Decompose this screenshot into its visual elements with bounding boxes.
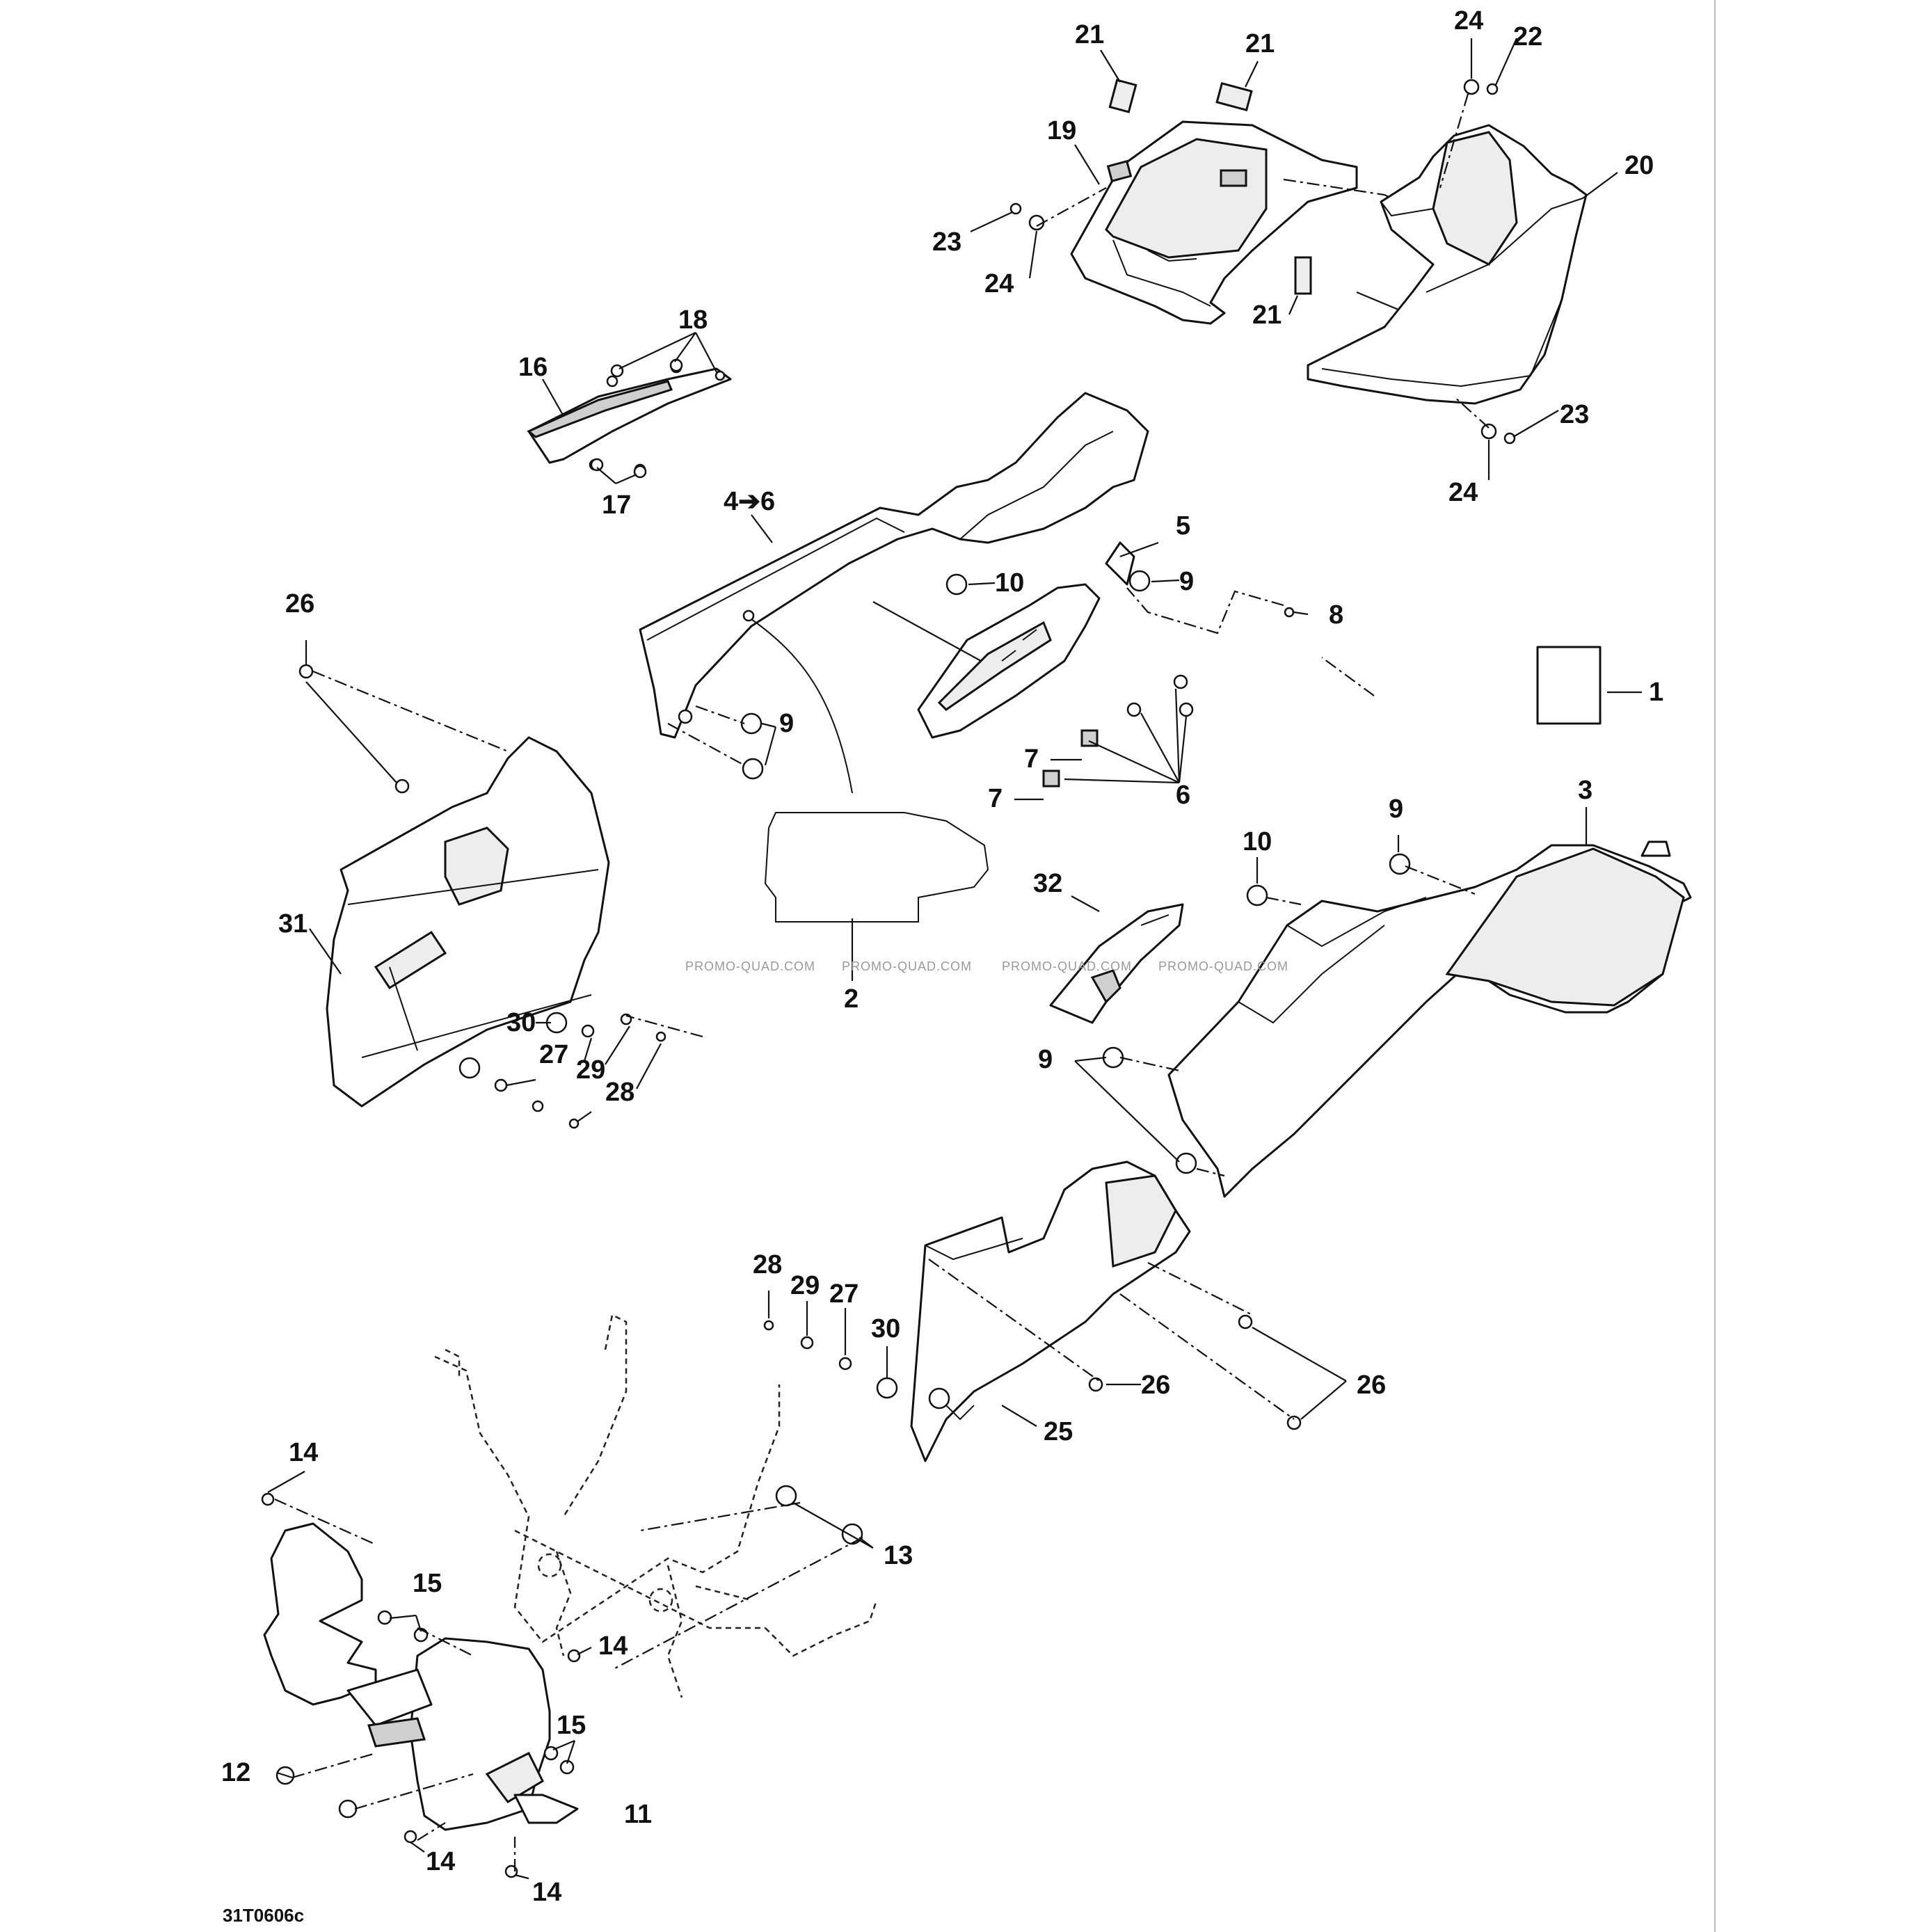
callout-7: 7 [1024,744,1039,774]
callout-15: 15 [557,1711,586,1740]
callout-18: 18 [678,305,708,335]
callout-23: 23 [932,227,961,257]
watermark: PROMO-QUAD.COM [1158,959,1288,973]
watermark: PROMO-QUAD.COM [685,959,815,973]
part-5-support [917,541,1135,739]
callout-30: 30 [506,1008,536,1037]
callout-29: 29 [576,1055,605,1085]
part-16-bracket [527,361,732,476]
callout-24: 24 [984,269,1014,298]
callout-21: 21 [1245,29,1275,58]
callout-9: 9 [1389,795,1403,824]
callout-14: 14 [598,1631,628,1661]
callout-23: 23 [1560,400,1589,429]
callout-15: 15 [413,1569,442,1598]
callout-19: 19 [1047,116,1076,145]
callout-10: 10 [995,568,1024,598]
watermark: PROMO-QUAD.COM [1002,959,1132,973]
callout-26: 26 [1141,1371,1170,1400]
callout-22: 22 [1513,22,1542,51]
callout-labels: 1 2 3 4➔6 5 6 7 7 8 9 9 9 9 10 10 11 12 … [221,6,1663,1907]
callout-1: 1 [1649,678,1663,707]
callout-24: 24 [1448,478,1478,507]
part-32-bracket [1049,903,1184,1024]
callout-9: 9 [779,709,794,738]
callout-11: 11 [624,1800,652,1829]
callout-14: 14 [532,1878,561,1907]
callout-26: 26 [285,589,314,618]
part-19-fender-upper [1070,120,1358,325]
callout-13: 13 [884,1541,913,1570]
part-2-decal [764,812,989,923]
callout-9: 9 [1038,1045,1053,1074]
frame-dashed [434,1314,878,1698]
leader-lines [267,38,1642,1880]
fasteners [261,79,1516,1878]
part-31-side-panel [326,736,610,1108]
callout-20: 20 [1624,151,1654,180]
callout-28: 28 [605,1078,634,1107]
callout-29: 29 [790,1271,820,1300]
part-25-lower-panel [910,1160,1191,1462]
callout-28: 28 [753,1250,782,1279]
callout-27: 27 [539,1040,568,1069]
callout-2: 2 [844,984,859,1014]
callout-17: 17 [602,490,631,520]
callout-6: 6 [1176,781,1190,810]
callout-3: 3 [1578,776,1592,805]
part-20-fender-rear [1307,124,1588,405]
callout-25: 25 [1044,1417,1073,1446]
watermark: PROMO-QUAD.COM [842,959,972,973]
callout-14: 14 [289,1438,318,1467]
callout-27: 27 [829,1279,859,1309]
callout-31: 31 [278,909,308,939]
callout-9: 9 [1179,567,1194,596]
callout-7: 7 [988,784,1003,813]
part-11-guard [263,1522,579,1831]
part-3-side-panel [1167,840,1692,1198]
callout-5: 5 [1176,511,1190,541]
drawing-code: 31T0606c [223,1905,304,1926]
callout-30: 30 [871,1314,900,1343]
callout-21: 21 [1252,301,1282,330]
callout-21: 21 [1075,20,1104,49]
part-4-side-panel [639,392,1149,739]
callout-8: 8 [1329,600,1343,630]
callout-10: 10 [1243,827,1272,856]
callout-24: 24 [1454,6,1483,35]
callout-26: 26 [1357,1371,1386,1400]
callout-4: 4➔6 [724,487,775,516]
callout-12: 12 [221,1758,250,1787]
part-21-spacers [1108,79,1312,295]
callout-16: 16 [518,353,548,382]
callout-32: 32 [1033,869,1062,898]
part-1-box [1536,646,1602,725]
callout-14: 14 [426,1847,455,1876]
